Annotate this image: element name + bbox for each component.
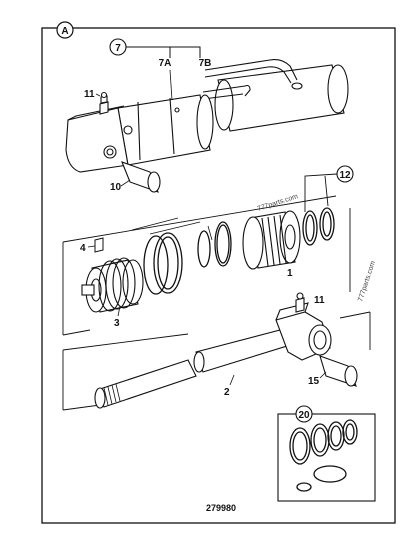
callout-7a: 7A — [159, 58, 172, 69]
piston-seal-group-frame — [62, 195, 351, 336]
callout-1: 1 — [287, 268, 293, 279]
drawing-number: 279980 — [206, 503, 236, 513]
piston-1 — [242, 210, 301, 270]
seal-kit-20-box: 20 — [277, 405, 376, 502]
callout-11-top: 11 — [84, 89, 95, 100]
cylinder-barrel-assembly — [65, 59, 349, 193]
callout-4: 4 — [80, 243, 86, 254]
callout-3: 3 — [114, 318, 120, 329]
rod-group-frame — [62, 311, 371, 411]
part-4: 4 — [80, 237, 104, 254]
gland-head-3 — [81, 257, 144, 313]
callout-2: 2 — [224, 387, 230, 398]
callout-12: 12 — [339, 170, 351, 181]
callout-10: 10 — [110, 182, 122, 193]
callout-12-group: 12 — [304, 165, 354, 212]
callout-20: 20 — [298, 410, 310, 421]
section-label-a: A — [56, 21, 74, 39]
callout-7b: 7B — [199, 58, 212, 69]
callout-15: 15 — [308, 376, 320, 387]
callout-7: 7 — [115, 43, 121, 54]
drawing-frame — [41, 27, 396, 524]
callout-7-group: 7 7A 7B — [109, 38, 212, 101]
callout-11-bottom: 11 — [314, 295, 325, 306]
section-label-text: A — [61, 26, 68, 37]
seal-rings-middle — [131, 207, 335, 295]
watermark-side: 777parts.com — [357, 260, 377, 303]
piston-rod-2 — [94, 292, 358, 409]
